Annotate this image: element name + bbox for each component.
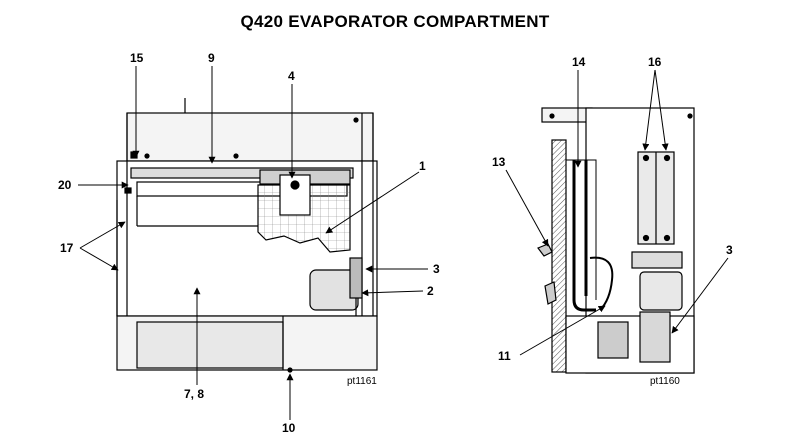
callout-10: 10	[282, 421, 296, 435]
callout-7-8: 7, 8	[184, 387, 204, 401]
callout-16: 16	[648, 55, 662, 69]
callout-20: 20	[58, 178, 72, 192]
callout-13: 13	[492, 155, 506, 169]
callout-11: 11	[498, 349, 511, 363]
right-view-callouts: 14 16 13 3 11 pt1160	[492, 55, 733, 387]
callout-4: 4	[288, 69, 295, 83]
figure-ref-left: pt1161	[347, 376, 377, 387]
callout-17: 17	[60, 241, 74, 255]
left-view-cabinet	[116, 98, 378, 373]
right-view-leaders	[505, 69, 729, 356]
figure-ref-right: pt1160	[650, 376, 680, 387]
callout-2: 2	[427, 284, 434, 298]
callout-3-left: 3	[433, 262, 440, 276]
left-view-leaders	[78, 66, 428, 420]
left-view-callouts: 15 9 4 1 20 17 3 2 7, 8 10 pt1161	[58, 51, 440, 435]
callout-1: 1	[419, 159, 426, 173]
right-view-cabinet	[537, 107, 695, 374]
callout-15: 15	[130, 51, 144, 65]
callout-3-right: 3	[726, 243, 733, 257]
callout-14: 14	[572, 55, 586, 69]
callout-9: 9	[208, 51, 215, 65]
page-title: Q420 EVAPORATOR COMPARTMENT	[240, 12, 550, 31]
